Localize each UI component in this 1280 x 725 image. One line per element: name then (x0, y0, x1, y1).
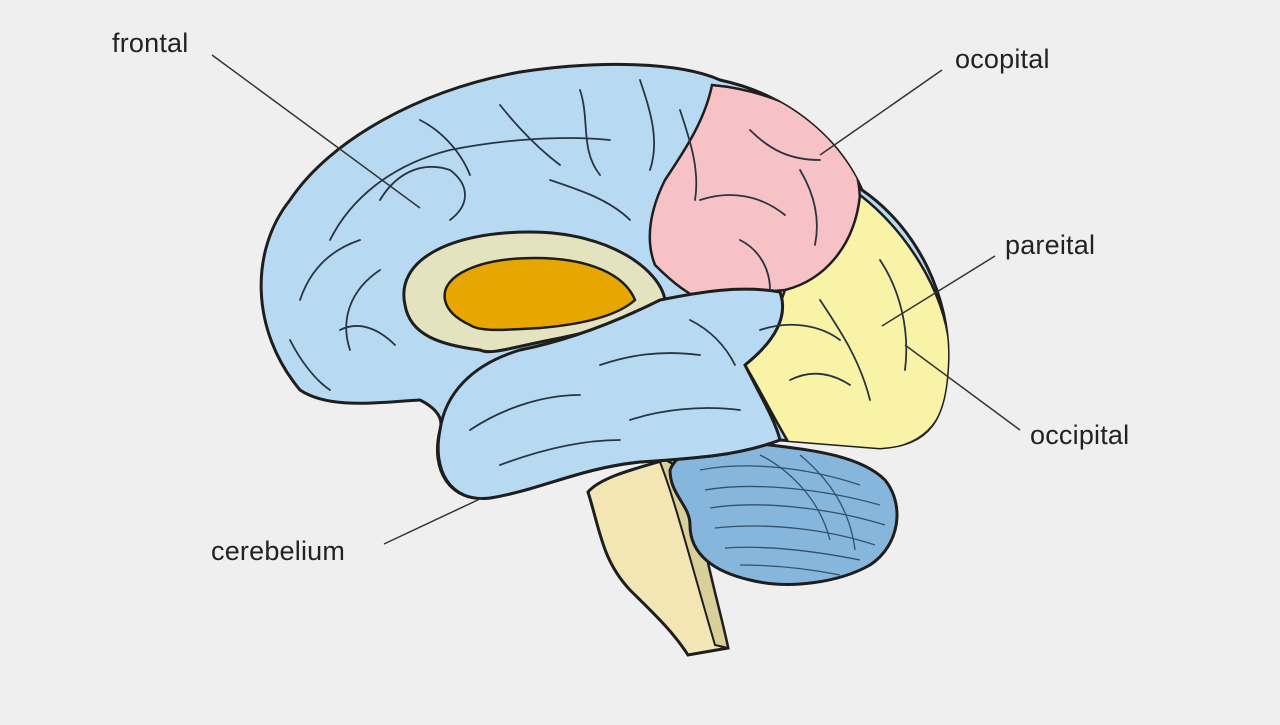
leader-frontal (211, 54, 421, 209)
thalamus (443, 256, 637, 332)
label-frontal: frontal (112, 28, 189, 58)
leader-pareital (881, 255, 996, 327)
parietal-region (743, 192, 949, 452)
label-cerebellum: cerebelium (211, 536, 346, 566)
leader-lines (211, 54, 1021, 545)
cerebellum-folia (699, 454, 886, 576)
label-pareital: pareital (1005, 230, 1096, 260)
leader-occipital-right (904, 344, 1021, 431)
sulci (289, 79, 908, 466)
label-occipital-top: ocopital (955, 44, 1050, 74)
leader-cerebellum (383, 497, 483, 545)
leader-occipital-top (819, 69, 943, 156)
label-occipital-right: occipital (1030, 420, 1130, 450)
temporal-lobe (436, 287, 785, 500)
